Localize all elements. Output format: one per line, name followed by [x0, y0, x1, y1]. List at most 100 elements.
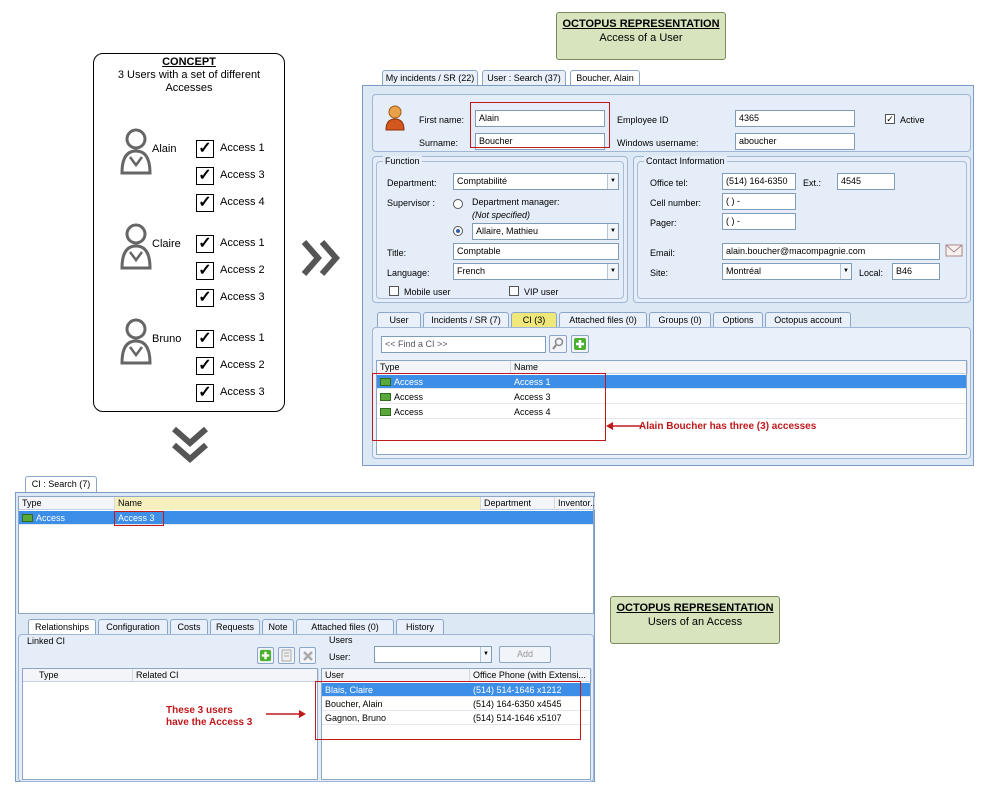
employee-id-field[interactable]: 4365 — [735, 110, 855, 127]
tab-ci-search[interactable]: CI : Search (7) — [25, 476, 97, 492]
col-user[interactable]: User — [322, 669, 470, 682]
site-select[interactable]: Montréal▼ — [722, 263, 852, 280]
tab-note[interactable]: Note — [262, 619, 294, 635]
tab-requests[interactable]: Requests — [210, 619, 260, 635]
col-type[interactable]: Type — [19, 497, 115, 510]
relationships-panel: Linked CI Type Related CI Users User: ▼ … — [18, 634, 594, 782]
supervisor-select[interactable]: Allaire, Mathieu ▼ — [472, 223, 619, 240]
tab-options[interactable]: Options — [713, 312, 763, 328]
add-link-button[interactable] — [257, 647, 274, 664]
tab-groups[interactable]: Groups (0) — [649, 312, 711, 328]
col-office-phone[interactable]: Office Phone (with Extensi... — [470, 669, 592, 682]
pager-field[interactable]: ( ) - — [722, 213, 796, 230]
active-checkbox[interactable]: ✓ — [885, 114, 895, 124]
delete-link-button[interactable] — [299, 647, 316, 664]
email-field[interactable]: alain.boucher@macompagnie.com — [722, 243, 940, 260]
tab-ci[interactable]: CI (3) — [511, 312, 557, 328]
user-avatar-icon — [385, 105, 405, 133]
vip-user-checkbox[interactable] — [509, 286, 519, 296]
department-value: Comptabilité — [457, 176, 508, 186]
col-inventory[interactable]: Inventor... — [555, 497, 595, 510]
concept-subtitle: 3 Users with a set of different Accesses — [117, 69, 261, 94]
department-select[interactable]: Comptabilité ▼ — [453, 173, 619, 190]
tab-relationships[interactable]: Relationships — [28, 619, 96, 635]
local-field[interactable]: B46 — [892, 263, 940, 280]
user-person-icon — [118, 127, 154, 177]
tab-user-search[interactable]: User : Search (37) — [482, 70, 566, 86]
language-select[interactable]: French ▼ — [453, 263, 619, 280]
surname-field[interactable]: Boucher — [475, 133, 605, 150]
table-row[interactable]: Boucher, Alain(514) 164-6350 x4545 — [322, 697, 590, 711]
chevron-down-icon[interactable]: ▼ — [607, 224, 618, 239]
mobile-user-checkbox[interactable] — [389, 286, 399, 296]
envelope-icon[interactable] — [945, 243, 963, 259]
supervisor-radio[interactable] — [453, 226, 463, 236]
tab-history[interactable]: History — [396, 619, 444, 635]
col-type[interactable]: Type — [377, 361, 511, 374]
office-tel-label: Office tel: — [650, 178, 688, 188]
name-highlight — [470, 102, 610, 148]
tab-attached-files[interactable]: Attached files (0) — [559, 312, 647, 328]
delete-icon — [302, 651, 313, 661]
tab-incidents[interactable]: Incidents / SR (7) — [423, 312, 509, 328]
chevron-down-icon[interactable]: ▼ — [607, 264, 618, 279]
tab-my-incidents[interactable]: My incidents / SR (22) — [382, 70, 478, 86]
cell-label: Cell number: — [650, 198, 702, 208]
user-select[interactable]: ▼ — [374, 646, 492, 663]
access-checkbox: ✓ — [196, 167, 214, 185]
find-ci-input[interactable]: << Find a CI >> — [381, 336, 546, 353]
user-window-body: First name: Alain Surname: Boucher Emplo… — [362, 85, 974, 466]
cell-phone: (514) 514-1646 x1212 — [473, 685, 562, 695]
chevron-down-icon[interactable]: ▼ — [607, 174, 618, 189]
chevron-down-icon[interactable]: ▼ — [480, 647, 491, 662]
tab-costs[interactable]: Costs — [170, 619, 208, 635]
plus-icon — [574, 338, 586, 350]
cell-type: Access — [377, 405, 511, 419]
chevron-down-icon[interactable]: ▼ — [840, 264, 851, 279]
find-ci-placeholder: << Find a CI >> — [385, 339, 448, 349]
tab-attached-files[interactable]: Attached files (0) — [296, 619, 394, 635]
add-user-button[interactable]: Add — [499, 646, 551, 663]
table-row[interactable]: Gagnon, Bruno(514) 514-1646 x5107 — [322, 711, 590, 725]
access-checkbox: ✓ — [196, 289, 214, 307]
edit-link-button[interactable] — [278, 647, 295, 664]
tab-octopus-account[interactable]: Octopus account — [765, 312, 851, 328]
tab-configuration[interactable]: Configuration — [98, 619, 168, 635]
language-value: French — [457, 266, 486, 276]
first-name-field[interactable]: Alain — [475, 110, 605, 127]
contact-panel: Contact Information Office tel: (514) 16… — [633, 156, 971, 303]
access-checkbox: ✓ — [196, 330, 214, 348]
col-department[interactable]: Department — [481, 497, 555, 510]
col-related-ci[interactable]: Related CI — [133, 669, 319, 682]
access-checkbox: ✓ — [196, 384, 214, 402]
supervisor-value: Allaire, Mathieu — [476, 226, 539, 236]
table-row[interactable]: Blais, Claire(514) 514-1646 x1212 — [322, 683, 590, 697]
col-type[interactable]: Type — [23, 669, 133, 682]
site-label: Site: — [650, 268, 669, 278]
employee-id-label: Employee ID — [617, 115, 669, 125]
add-ci-button[interactable] — [571, 335, 589, 353]
users-annotation-line2: have the Access 3 — [166, 717, 253, 728]
col-name[interactable]: Name — [115, 497, 481, 510]
access-label: Access 3 — [220, 169, 265, 181]
callout-subheading: Access of a User — [599, 32, 683, 44]
search-button[interactable] — [549, 335, 567, 353]
ci-window: CI : Search (7) Type Name Department Inv… — [15, 476, 595, 782]
title-field[interactable]: Comptable — [453, 243, 619, 260]
cell-phone: (514) 514-1646 x5107 — [473, 713, 562, 723]
tab-boucher-alain[interactable]: Boucher, Alain — [570, 70, 640, 86]
col-name[interactable]: Name — [511, 361, 968, 374]
ext-field[interactable]: 4545 — [837, 173, 895, 190]
windows-username-field[interactable]: aboucher — [735, 133, 855, 150]
function-legend: Function — [383, 156, 422, 166]
tab-user[interactable]: User — [377, 312, 421, 328]
access-label: Access 1 — [220, 332, 265, 344]
office-tel-field[interactable]: (514) 164-6350 — [722, 173, 796, 190]
user-label: User: — [329, 652, 351, 662]
dept-manager-radio[interactable] — [453, 199, 463, 209]
cell-field[interactable]: ( ) - — [722, 193, 796, 210]
